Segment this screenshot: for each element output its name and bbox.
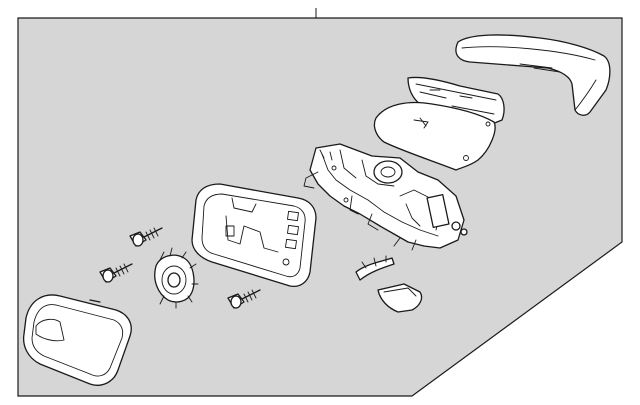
mounting-screw-1 <box>129 227 163 247</box>
mounting-screw-3 <box>227 289 261 309</box>
mirror-housing <box>191 183 317 288</box>
skull-cap <box>373 101 496 171</box>
wire-clip <box>355 255 395 281</box>
mirror-cover <box>455 34 611 116</box>
mirror-glass <box>22 294 132 386</box>
cover-bracket <box>407 76 505 125</box>
turn-signal-lamp <box>377 283 423 313</box>
glass-actuator <box>154 247 199 309</box>
mounting-screw-2 <box>99 263 133 283</box>
mirror-motor-assembly <box>303 143 468 251</box>
